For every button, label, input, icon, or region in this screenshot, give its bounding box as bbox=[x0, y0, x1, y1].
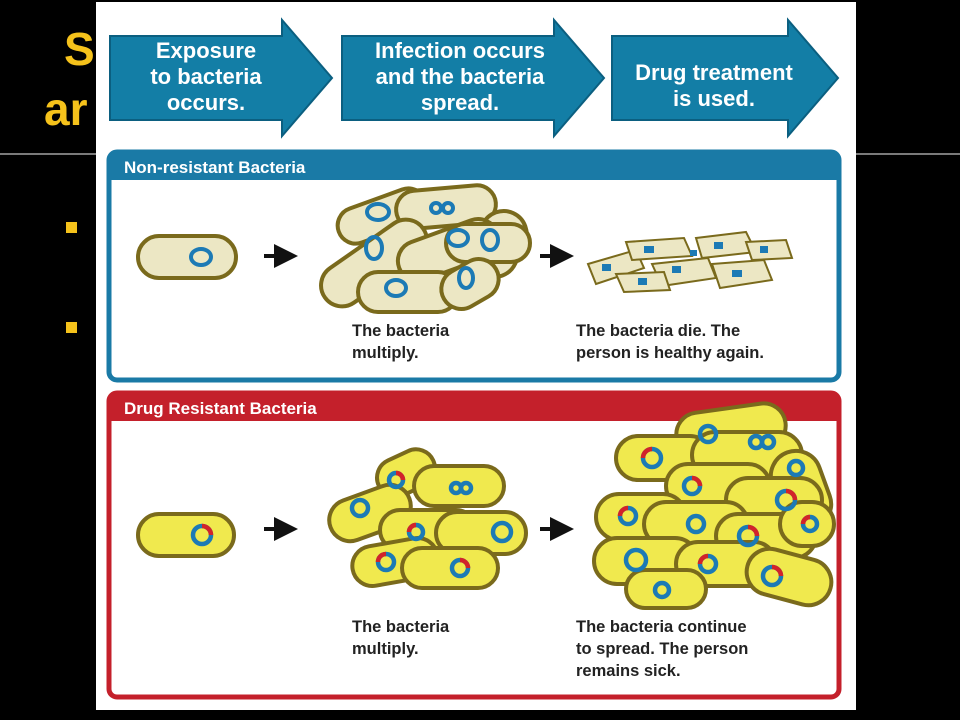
step-arrow-infection: Infection occurs and the bacteria spread… bbox=[341, 17, 606, 139]
non-resistant-result-caption-line-1: The bacteria die. The bbox=[576, 322, 740, 340]
step-arrow-drug-treatment: Drug treatment is used. bbox=[611, 17, 840, 139]
resistant-cluster-rings bbox=[349, 470, 514, 579]
non-resistant-multiply-caption-line-1: The bacteria bbox=[352, 322, 450, 340]
step-1-line-2: to bacteria bbox=[150, 64, 262, 89]
resistant-result-caption-line-3: remains sick. bbox=[576, 662, 681, 680]
drug-resistant-panel: Drug Resistant Bacteria bbox=[106, 390, 842, 700]
bullet-icon bbox=[66, 322, 77, 333]
resistant-multiply-caption-line-1: The bacteria bbox=[352, 618, 450, 636]
step-3-line-1: Drug treatment bbox=[635, 60, 793, 85]
non-resistant-title: Non-resistant Bacteria bbox=[124, 158, 306, 177]
step-2-line-1: Infection occurs bbox=[375, 38, 545, 63]
step-2-line-3: spread. bbox=[421, 90, 499, 115]
non-resistant-panel: Non-resistant Bacteria bbox=[106, 149, 842, 383]
step-3-line-2: is used. bbox=[673, 86, 755, 111]
drug-resistant-title: Drug Resistant Bacteria bbox=[124, 399, 317, 418]
bacteria-cluster bbox=[319, 183, 532, 314]
bacteria-cluster-rings bbox=[364, 201, 500, 298]
non-resistant-multiply-caption-line-2: multiply. bbox=[352, 344, 419, 362]
bacterium-cell bbox=[136, 234, 238, 280]
step-1-line-3: occurs. bbox=[167, 90, 245, 115]
bullet-icon bbox=[66, 222, 77, 233]
step-1-line-1: Exposure bbox=[156, 38, 256, 63]
non-resistant-result-caption-line-2: person is healthy again. bbox=[576, 344, 764, 362]
dead-fragment-marks bbox=[602, 242, 768, 285]
step-arrow-exposure: Exposure to bacteria occurs. bbox=[109, 17, 334, 139]
diagram-canvas: Exposure to bacteria occurs. Infection o… bbox=[106, 17, 842, 700]
resistant-result-caption-line-2: to spread. The person bbox=[576, 640, 748, 658]
spreading-bacteria-cluster bbox=[592, 401, 836, 610]
resistant-result-caption-line-1: The bacteria continue bbox=[576, 618, 747, 636]
resistant-bacterium-cell bbox=[136, 512, 236, 558]
resistant-multiply-caption-line-2: multiply. bbox=[352, 640, 419, 658]
antibiotic-resistance-figure: Exposure to bacteria occurs. Infection o… bbox=[96, 2, 856, 710]
spreading-cluster-rings bbox=[617, 423, 820, 600]
step-2-line-2: and the bacteria bbox=[376, 64, 545, 89]
